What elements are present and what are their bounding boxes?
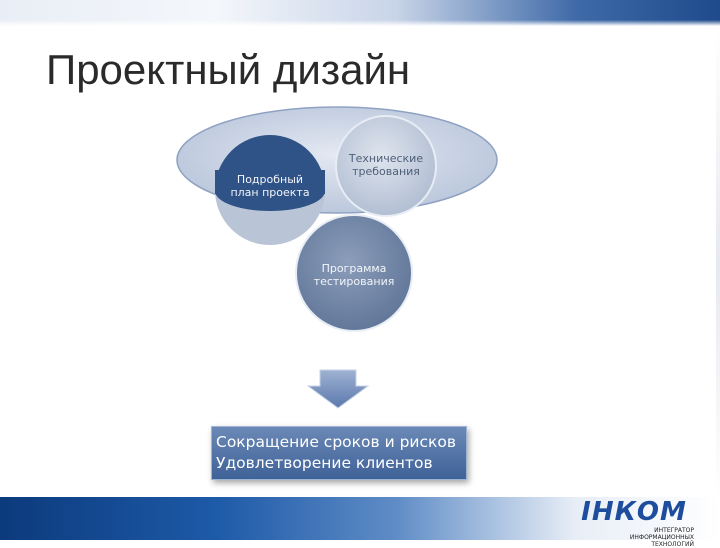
logo-tagline: ИНТЕГРАТОР ИНФОРМАЦИОННЫХ ТЕХНОЛОГИЙ <box>629 527 694 548</box>
result-line-1: Сокращение сроков и рисков <box>216 433 456 451</box>
testing-circle <box>295 214 413 332</box>
bottom-decorative-band <box>0 497 720 540</box>
testing-label-line2: тестирования <box>313 275 395 288</box>
requirements-label-line2: требования <box>352 165 420 178</box>
plan-label-line2: план проекта <box>230 186 310 199</box>
requirements-label-line1: Технические <box>348 152 424 165</box>
result-box: Сокращение сроков и рисков Удовлетворени… <box>211 426 467 480</box>
testing-label-line1: Программа <box>321 262 387 275</box>
slide-title: Проектный дизайн <box>46 46 411 93</box>
plan-circle <box>215 135 325 245</box>
company-logo: IНКОМ ИНТЕГРАТОР ИНФОРМАЦИОННЫХ ТЕХНОЛОГ… <box>574 497 694 548</box>
result-line-2: Удовлетворение клиентов <box>216 454 433 472</box>
requirements-circle <box>335 115 437 217</box>
down-arrow-icon <box>306 369 370 409</box>
testing-label: Программа тестирования <box>300 262 408 288</box>
top-decorative-band <box>0 0 720 26</box>
requirements-label: Технические требования <box>336 152 436 178</box>
right-edge-shadow <box>716 30 720 500</box>
logo-wordmark: IНКОМ <box>581 497 687 527</box>
plan-label: Подробный план проекта <box>218 173 322 199</box>
plan-label-line1: Подробный <box>236 173 304 186</box>
